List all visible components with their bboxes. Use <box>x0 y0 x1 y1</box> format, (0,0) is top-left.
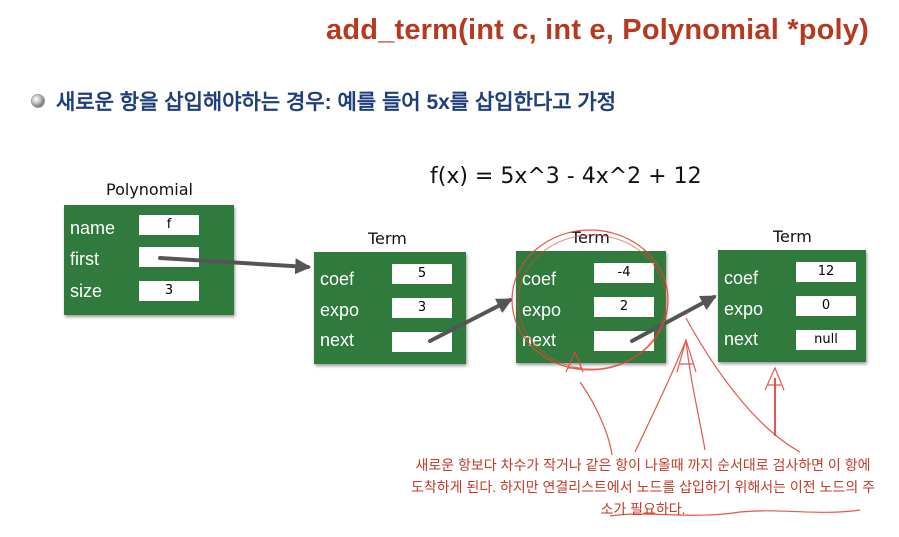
bullet-icon <box>32 95 44 107</box>
field-value: 5 <box>392 264 452 284</box>
field-label: expo <box>320 300 360 320</box>
field-label: next <box>724 329 759 349</box>
field-value: 2 <box>594 297 654 317</box>
formula: f(x) = 5x^3 - 4x^2 + 12 <box>430 164 702 189</box>
term-node: coef 5 expo 3 next <box>314 252 466 364</box>
hand-drawn-stroke <box>634 339 687 453</box>
field-label: coef <box>522 269 557 289</box>
pointer-arrow <box>158 256 312 275</box>
highlight-circle <box>511 229 669 371</box>
bullet-point: 새로운 항을 삽입해야하는 경우: 예를 들어 5x를 삽입한다고 가정 <box>32 86 616 116</box>
term-label: Term <box>368 229 407 248</box>
field-value: 3 <box>139 281 199 301</box>
field-label: next <box>320 330 355 350</box>
slide-title: add_term(int c, int e, Polynomial *poly) <box>326 14 869 46</box>
field-label: size <box>70 281 103 301</box>
hand-drawn-stroke <box>579 381 613 456</box>
bullet-text: 새로운 항을 삽입해야하는 경우: 예를 들어 5x를 삽입한다고 가정 <box>56 91 617 114</box>
hand-drawn-stroke <box>685 317 801 453</box>
field-value: 3 <box>392 298 452 318</box>
field-label: first <box>70 249 99 269</box>
pointer-arrow <box>630 295 717 343</box>
term-node: coef -4 expo 2 next <box>516 251 666 363</box>
field-value: 0 <box>796 296 856 316</box>
field-value: -4 <box>594 263 654 283</box>
term-label: Term <box>571 228 610 247</box>
highlight-circle <box>517 234 667 370</box>
field-label: name <box>70 218 116 238</box>
field-label: coef <box>724 268 759 288</box>
term-node: coef 12 expo 0 next null <box>718 250 866 362</box>
term-label: Term <box>773 227 812 246</box>
hand-drawn-underline <box>609 509 861 517</box>
field-label: expo <box>724 299 764 319</box>
field-value: null <box>796 330 856 350</box>
hand-drawn-arrow <box>565 350 584 373</box>
pointer-arrow <box>428 298 513 343</box>
polynomial-label: Polynomial <box>106 180 193 199</box>
field-label: expo <box>522 300 562 320</box>
field-value: 12 <box>796 262 856 282</box>
field-label: coef <box>320 269 355 289</box>
hand-drawn-stroke <box>685 339 706 451</box>
field-value: f <box>139 215 199 235</box>
annotation-note: 새로운 항보다 차수가 작거나 같은 항이 나올때 까지 순서대로 검사하면 이… <box>411 457 875 517</box>
